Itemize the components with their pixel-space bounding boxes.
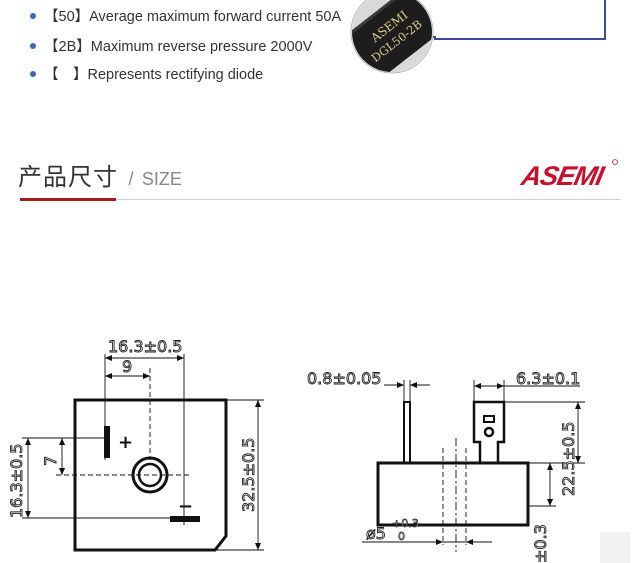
bullet-icon (30, 71, 36, 78)
dim-hole-tol-plus: +0.3 (392, 517, 419, 530)
package-outline (73, 398, 228, 552)
side-view (362, 380, 585, 552)
chip-photo: ASEMI DGL50-2B (350, 0, 434, 74)
dim-hole-tol-minus: 0 (398, 530, 405, 543)
positive-lead (104, 426, 110, 458)
spec-code: 【 】 (44, 67, 88, 83)
plus-mark: + (118, 432, 133, 453)
dim-left-small: 7 (41, 456, 60, 466)
thin-lead (403, 401, 411, 464)
dim-lead-height: 22.5±0.5 (559, 422, 578, 496)
spec-text: Average maximum forward current 50A (89, 9, 342, 25)
bullet-icon (30, 13, 36, 20)
dim-lead-width: 0.8±0.05 (307, 369, 381, 388)
section-title-cn: 产品尺寸 (18, 163, 118, 191)
dim-tab-width: 6.3±0.1 (516, 369, 580, 388)
callout-box (434, 0, 606, 40)
section-separator: / (128, 169, 134, 189)
spec-text: Represents rectifying diode (87, 67, 264, 83)
side-body (376, 461, 530, 527)
dim-left-height: 16.3±0.5 (7, 444, 26, 518)
section-divider-accent (20, 198, 116, 201)
spec-item-current: 【50】Average maximum forward current 50A (30, 5, 341, 26)
spec-code: 【50】 (44, 9, 90, 25)
spec-text: Maximum reverse pressure 2000V (90, 39, 313, 55)
section-divider (20, 199, 620, 200)
section-header: 产品尺寸 / SIZE (18, 157, 182, 192)
spec-code: 【2B】 (44, 39, 91, 55)
logo-text: ASEMI (518, 160, 608, 190)
dim-pin-offset: 9 (122, 357, 132, 376)
negative-lead (170, 516, 200, 522)
mounting-hole (131, 456, 169, 494)
dim-top-width: 16.3±0.5 (108, 337, 182, 356)
cropped-photo-edge (600, 532, 630, 563)
section-title-en: SIZE (141, 169, 182, 189)
spec-item-voltage: 【2B】Maximum reverse pressure 2000V (30, 35, 312, 56)
minus-mark: − (178, 496, 193, 517)
bullet-icon (30, 43, 36, 50)
registered-mark-icon (612, 159, 618, 165)
spec-item-diode: 【 】Represents rectifying diode (30, 63, 263, 84)
dim-body-height: 32.5±0.5 (239, 438, 258, 512)
front-view (22, 354, 264, 552)
dimension-drawing: + − 16.3±0.5 9 16.3±0.5 7 32.5±0.5 (7, 337, 630, 563)
tab-lead (472, 400, 506, 465)
dim-bottom: ±0.3 (531, 524, 550, 563)
dim-hole-dia: ø5 (366, 524, 386, 543)
asemi-logo: ASEMI (518, 159, 618, 190)
